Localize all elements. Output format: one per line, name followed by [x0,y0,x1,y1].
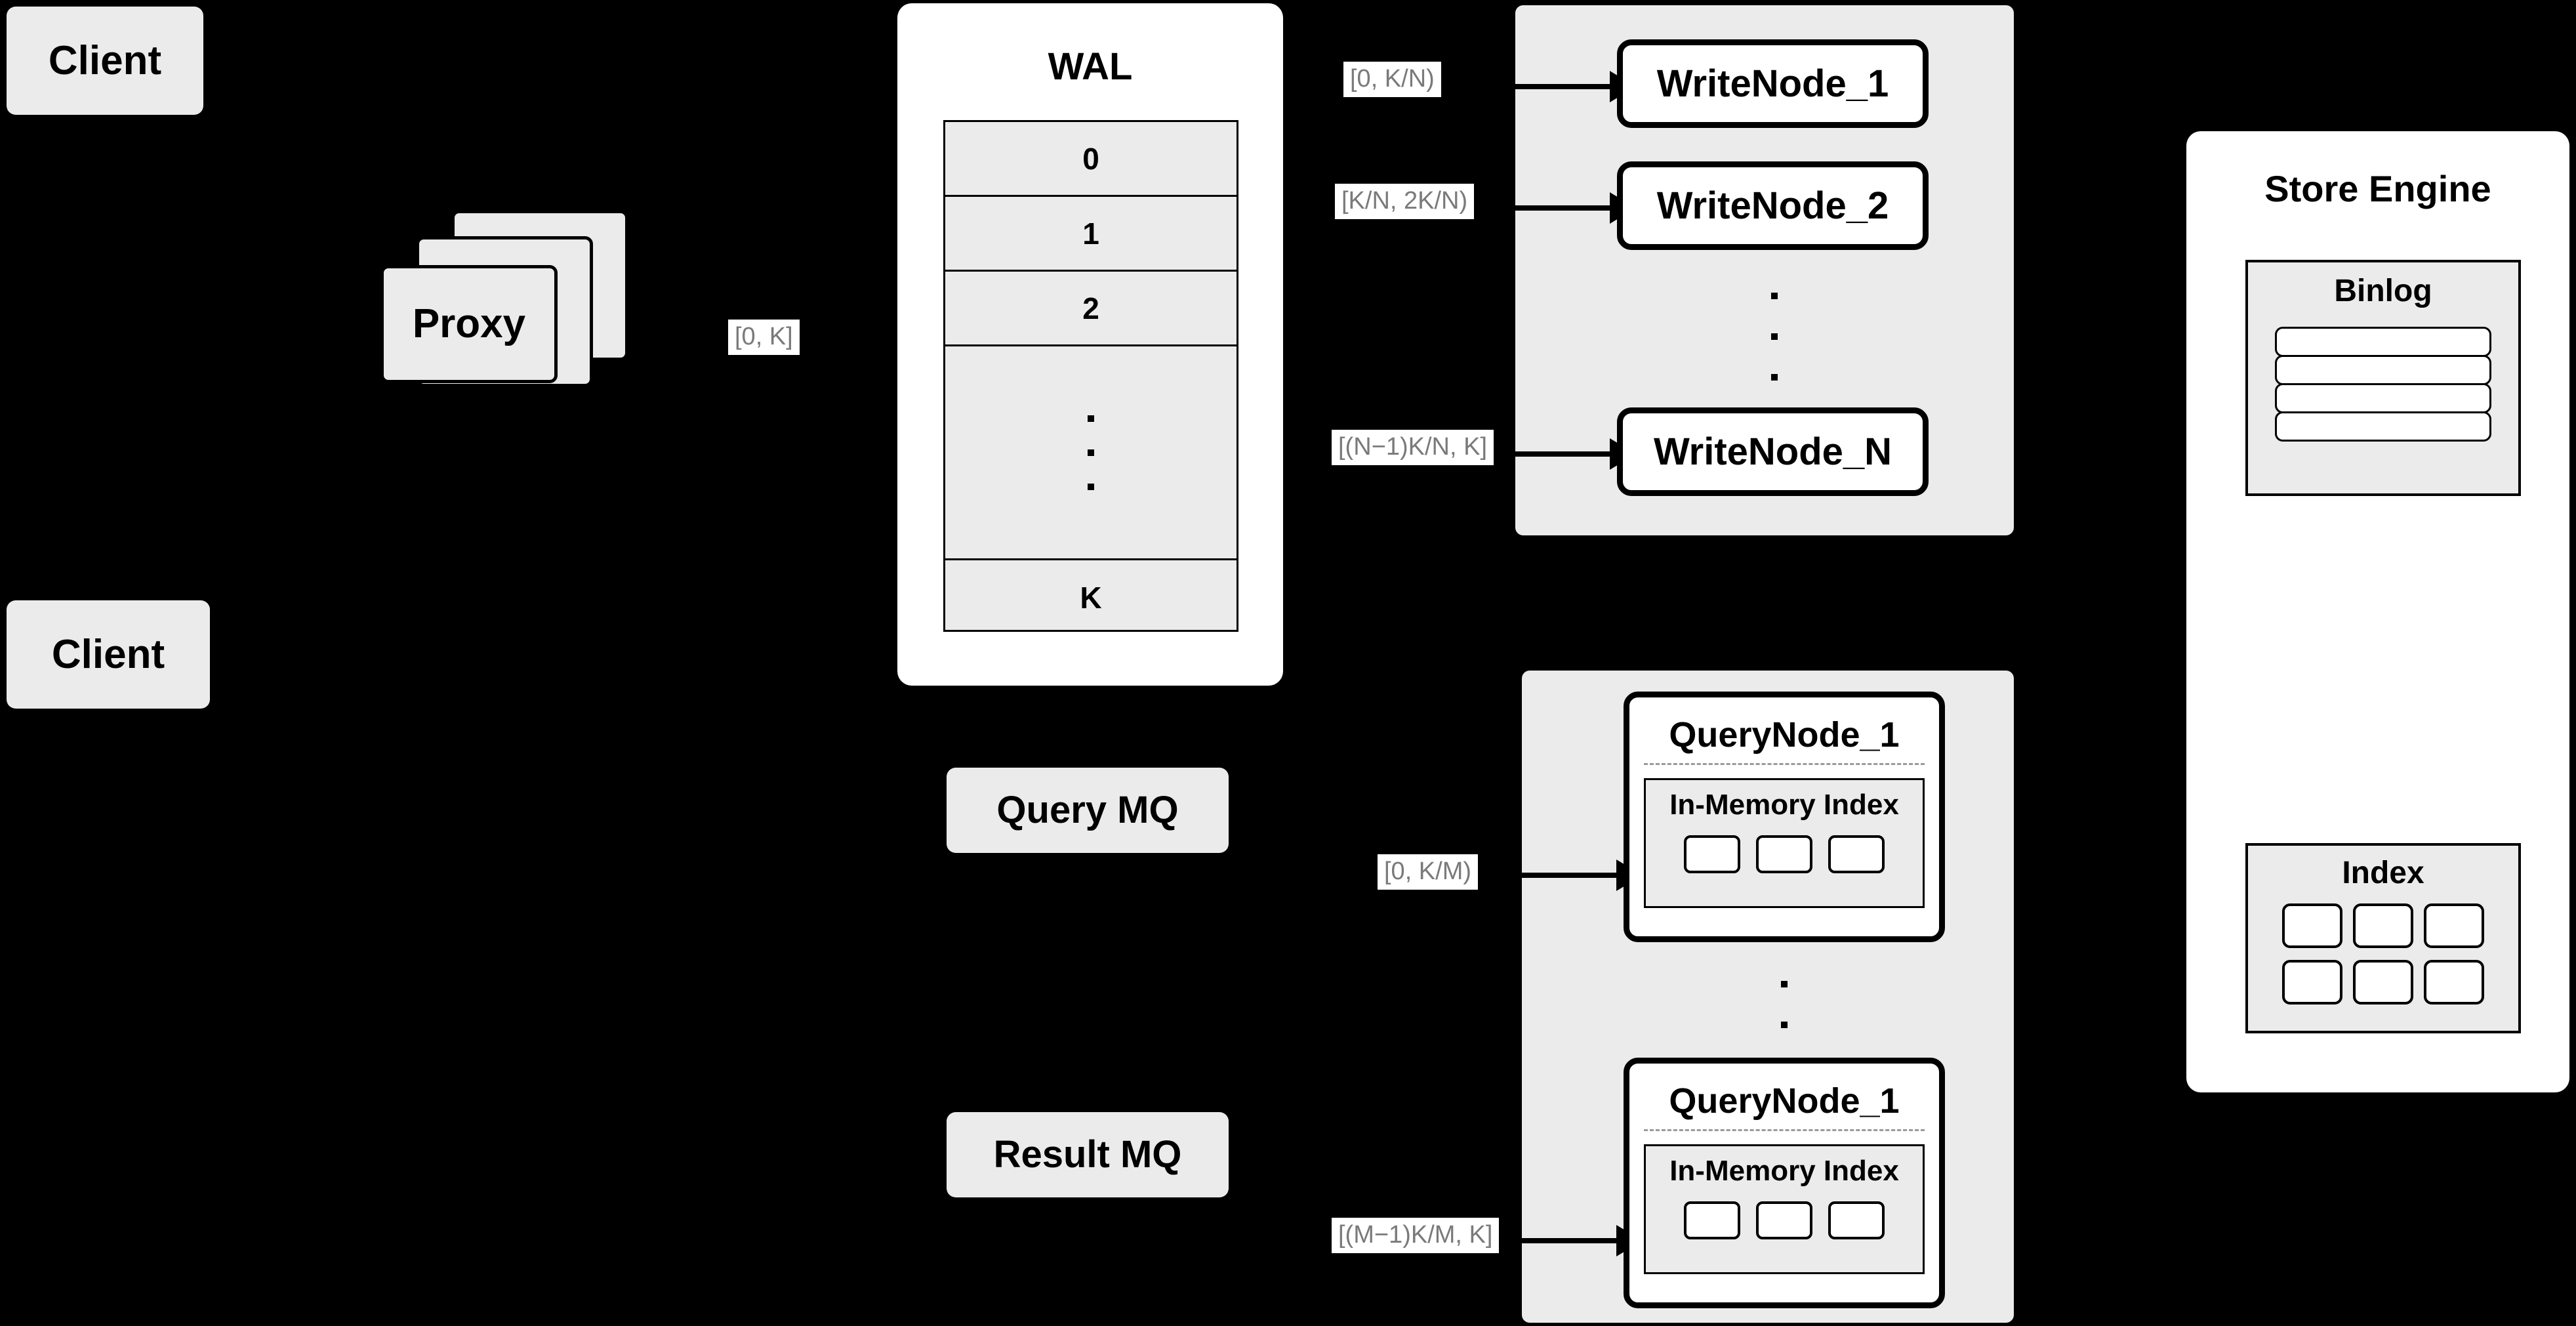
in-memory-index-cell [1684,835,1740,873]
write-node-label-2: WriteNode_2 [1656,184,1889,227]
binlog-bar [2275,327,2491,357]
wal-row-label-1: 1 [1082,216,1099,251]
query-node-box-1[interactable]: QueryNode_1 In-Memory Index [1624,692,1945,942]
wal-title: WAL [1048,45,1133,88]
wal-row-label-k: K [1080,581,1102,615]
proxy-stack[interactable]: Proxy [380,210,676,433]
binlog-box: Binlog [2245,260,2521,496]
wal-row-k: K [945,560,1237,635]
write-node-box-1[interactable]: WriteNode_1 [1617,39,1929,128]
index-cell [2353,960,2413,1005]
in-memory-index-cell [1756,1201,1812,1239]
range-label-proxy-to-wal: [0, K] [728,320,800,355]
wal-entry-table: 0 1 2 K [943,120,1238,632]
arrow-line-query-node-m [1522,1238,1619,1243]
store-engine-panel: Store Engine Binlog Index [2186,131,2569,1092]
result-mq-box[interactable]: Result MQ [947,1112,1229,1197]
query-node-label-m: QueryNode_1 [1669,1081,1900,1121]
in-memory-index-title-1: In-Memory Index [1669,789,1899,821]
index-title: Index [2342,856,2424,890]
index-cell [2424,960,2484,1005]
index-box: Index [2245,843,2521,1033]
write-node-box-n[interactable]: WriteNode_N [1617,407,1929,496]
result-mq-label: Result MQ [993,1133,1182,1176]
binlog-bar [2275,411,2491,442]
in-memory-index-cell [1828,1201,1885,1239]
wal-row-label-2: 2 [1082,291,1099,325]
wal-row-ellipsis [945,346,1237,560]
binlog-bar [2275,355,2491,385]
binlog-title: Binlog [2334,274,2432,308]
wal-row-0: 0 [945,122,1237,197]
index-cell [2282,960,2342,1005]
index-cell [2282,903,2342,948]
query-node-divider-m [1644,1129,1925,1131]
in-memory-index-cell [1828,835,1885,873]
proxy-label: Proxy [412,301,526,346]
query-node-label-1: QueryNode_1 [1669,715,1900,755]
client-label-2: Client [51,631,165,677]
write-node-ellipsis [1761,271,1788,402]
store-engine-title: Store Engine [2264,168,2491,209]
index-cell [2353,903,2413,948]
query-node-group: QueryNode_1 In-Memory Index QueryNode_1 … [1522,671,2014,1323]
proxy-card-front[interactable]: Proxy [380,265,558,383]
wal-row-1: 1 [945,197,1237,272]
query-mq-box[interactable]: Query MQ [947,768,1229,853]
in-memory-index-cell [1756,835,1812,873]
wal-row-label-0: 0 [1082,141,1099,176]
write-node-label-1: WriteNode_1 [1656,62,1889,105]
in-memory-index-box-m: In-Memory Index [1644,1144,1925,1274]
query-node-box-m[interactable]: QueryNode_1 In-Memory Index [1624,1058,1945,1308]
arrow-line-query-node-1 [1522,873,1619,878]
range-label-write-node-n: [(N−1)K/N, K] [1332,430,1494,465]
wal-panel: WAL 0 1 2 K [897,3,1283,686]
write-node-group: WriteNode_1 WriteNode_2 WriteNode_N [1515,5,2014,535]
arrow-line-write-node-2 [1515,205,1612,211]
index-cell [2424,903,2484,948]
write-node-label-n: WriteNode_N [1653,430,1892,473]
in-memory-index-cell [1684,1201,1740,1239]
range-label-query-node-1: [0, K/M) [1378,854,1479,890]
range-label-query-node-m: [(M−1)K/M, K] [1332,1218,1500,1253]
write-node-box-2[interactable]: WriteNode_2 [1617,161,1929,250]
arrow-line-write-node-1 [1515,84,1612,89]
wal-row-2: 2 [945,272,1237,346]
client-box-2[interactable]: Client [7,600,210,709]
range-label-write-node-1: [0, K/N) [1343,62,1441,97]
query-mq-label: Query MQ [996,789,1179,831]
client-box-1[interactable]: Client [7,7,203,115]
in-memory-index-box-1: In-Memory Index [1644,778,1925,908]
client-label-1: Client [48,37,162,83]
in-memory-index-title-m: In-Memory Index [1669,1155,1899,1187]
query-node-divider-1 [1644,763,1925,765]
arrow-line-write-node-n [1515,451,1612,457]
binlog-bar [2275,383,2491,413]
range-label-write-node-2: [K/N, 2K/N) [1335,184,1475,219]
